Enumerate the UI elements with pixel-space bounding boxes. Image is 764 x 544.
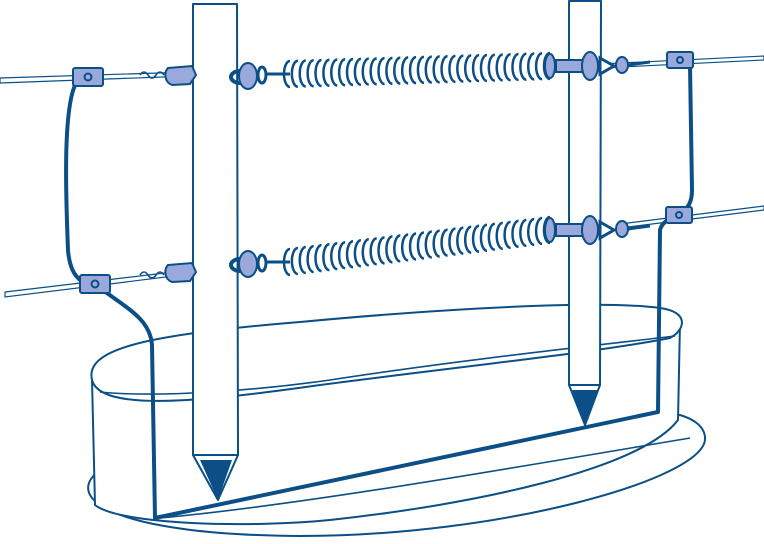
spring-insulators: [229, 51, 651, 278]
insulator-disc: [238, 250, 258, 278]
spring-coil: [353, 239, 362, 268]
gate-hook-bottom: [139, 261, 198, 284]
tape-wire-bottom: [4, 205, 764, 298]
spring-coil: [337, 240, 346, 270]
spring-coil: [290, 246, 299, 276]
spring-coil: [519, 218, 527, 248]
spring-coil: [408, 55, 417, 85]
spring-coil: [353, 57, 362, 87]
spring-coil: [479, 223, 488, 253]
insulator-rod: [627, 60, 651, 67]
spring-coil: [322, 242, 330, 272]
spring-insulator-top: [229, 51, 651, 90]
spring-coil: [298, 245, 307, 275]
spring-coil: [503, 220, 511, 250]
spring-coil: [448, 54, 456, 84]
spring-coil: [385, 235, 393, 264]
spring-coil: [416, 55, 425, 85]
spring-coil: [487, 53, 496, 82]
spring-coil: [393, 234, 401, 263]
spring-coil: [400, 233, 409, 262]
spring-coil: [306, 59, 314, 88]
wire-clamp-bottom-left: [79, 274, 111, 294]
spring-coil: [314, 243, 322, 273]
fence-post-right: [568, 0, 602, 426]
spring-coil: [408, 232, 417, 261]
spring-coil: [456, 54, 464, 83]
spring-coil: [440, 228, 448, 257]
spring-coil: [369, 237, 377, 266]
spring-coil: [345, 57, 354, 87]
wire-clamp-top-left: [72, 67, 104, 87]
spring-coil: [519, 52, 527, 81]
spring-coil: [526, 217, 535, 247]
spring-end-cap: [544, 217, 556, 243]
spring-coil: [393, 56, 401, 85]
spring-coil: [385, 56, 393, 86]
spring-coil: [377, 236, 385, 265]
spring-coil: [361, 57, 370, 86]
wire-clamp-bottom-right: [665, 206, 693, 224]
insulator-ring: [256, 65, 268, 85]
spring-coil: [463, 225, 472, 254]
insulator-eye: [598, 55, 618, 77]
spring-coil: [345, 239, 354, 269]
spring-coil: [495, 53, 504, 82]
spring-coil: [471, 53, 480, 83]
spring-coil: [526, 52, 535, 81]
spring-coil: [282, 247, 291, 277]
spring-coil: [322, 58, 330, 88]
spring-insulator-bottom: [229, 215, 651, 278]
insulator-ring: [256, 253, 268, 273]
spring-coil: [463, 54, 472, 83]
spring-coil: [337, 58, 346, 87]
gate-hook-top: [139, 64, 198, 87]
spring-coil: [534, 51, 543, 81]
spring-coil: [448, 227, 456, 256]
fence-post-left: [192, 3, 239, 501]
spring-coil: [400, 56, 409, 85]
insulator-disc: [581, 51, 599, 81]
insulator-eye: [598, 219, 618, 241]
insulator-disc: [581, 215, 599, 245]
spring-coil: [503, 52, 511, 82]
spring-coil: [456, 226, 464, 255]
spring-coil: [377, 56, 385, 86]
spring-coil: [416, 231, 425, 260]
spring-coil: [479, 53, 488, 83]
spring-coil: [290, 59, 299, 89]
insulator-nut: [615, 56, 629, 74]
insulator-rod: [627, 224, 651, 231]
insulator-nut: [615, 220, 629, 238]
spring-coil: [330, 58, 338, 87]
spring-coil: [424, 55, 433, 84]
spring-coil: [440, 54, 448, 84]
spring-coil: [330, 241, 338, 271]
spring-coil: [511, 52, 519, 82]
spring-coil: [432, 55, 440, 84]
insulator-disc: [238, 62, 258, 90]
water-tub: [87, 303, 707, 537]
spring-coil: [511, 219, 519, 249]
spring-coil: [534, 216, 543, 246]
spring-coil: [314, 58, 322, 88]
spring-coil: [369, 57, 377, 86]
spring-coil: [282, 59, 291, 89]
spring-coil: [424, 230, 433, 259]
spring-end-cap: [544, 53, 556, 79]
spring-coil: [306, 244, 314, 274]
spring-coil: [298, 59, 307, 88]
spring-coil: [487, 222, 496, 252]
spring-coil: [432, 229, 440, 258]
spring-coil: [495, 221, 504, 251]
spring-coil: [361, 238, 370, 267]
spring-coil: [471, 224, 480, 253]
wire-clamp-top-right: [666, 51, 694, 69]
